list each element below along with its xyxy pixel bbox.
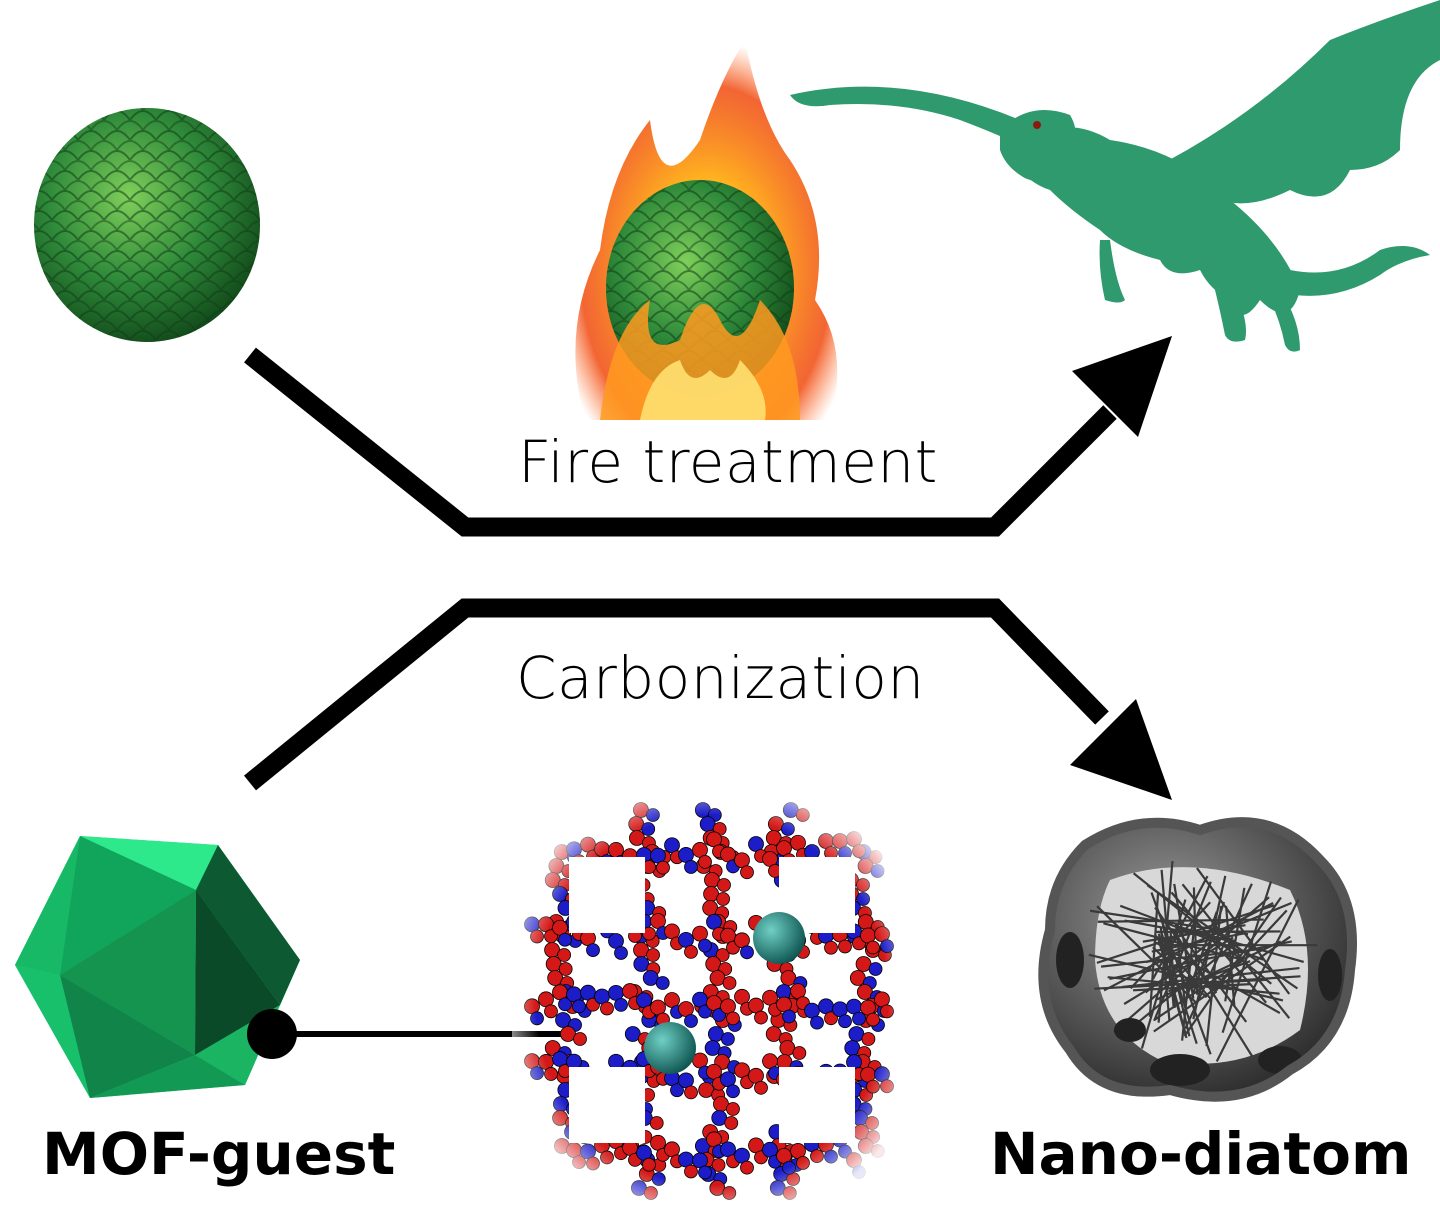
mof-crystal-icon [15, 836, 300, 1098]
fire-treatment-arrow [244, 336, 1172, 537]
dragon [790, 0, 1440, 352]
fire-treatment-label: Fire treatment [518, 428, 938, 496]
dragon-egg [34, 108, 260, 342]
nano-diatom-icon [1038, 817, 1357, 1102]
nano-diatom-label: Nano-diatom [990, 1120, 1412, 1188]
carbonization-arrow [244, 598, 1172, 800]
burning-egg [575, 40, 838, 420]
mof-framework-structure [512, 790, 912, 1209]
mof-guest-label: MOF-guest [42, 1120, 396, 1188]
carbonization-label: Carbonization [516, 644, 925, 712]
